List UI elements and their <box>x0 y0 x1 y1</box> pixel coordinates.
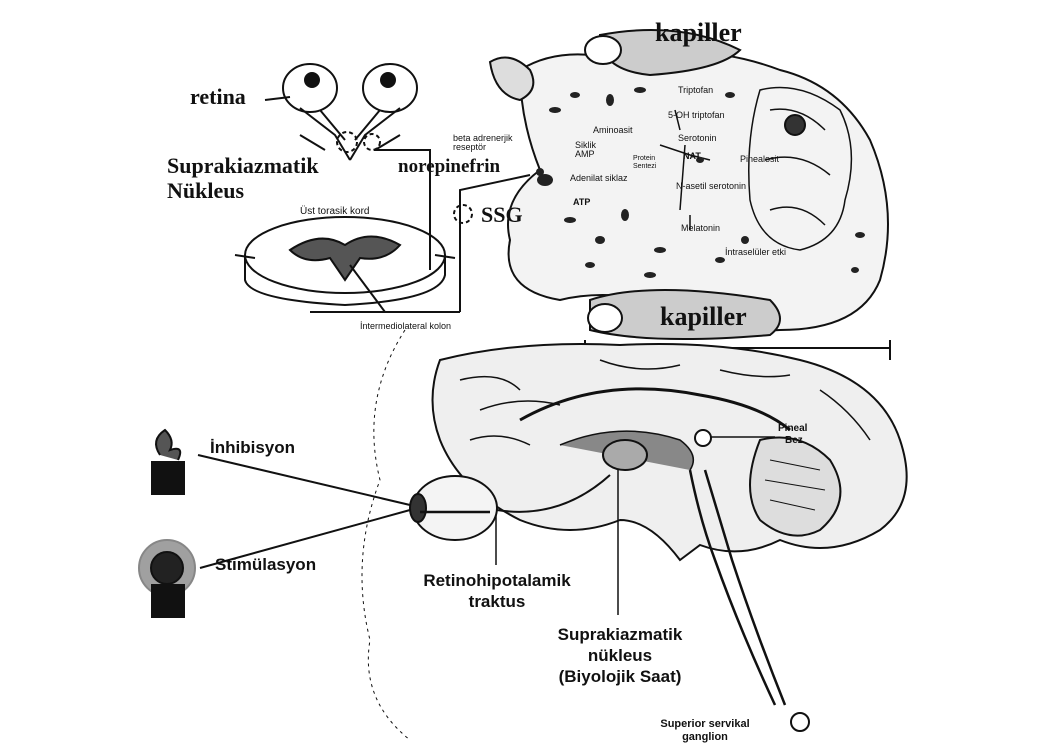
label-intermediolateral: İntermediolateral kolon <box>360 322 451 331</box>
label-pinealosit: Pinealosit <box>740 155 779 164</box>
label-adenilat-siklaz: Adenilat siklaz <box>570 174 628 183</box>
inhibition-light-illustration <box>152 430 184 494</box>
stimulation-light-illustration <box>139 540 195 617</box>
label-spinal-cord: Üst torasik kord <box>300 207 369 217</box>
label-melatonin: Melatonin <box>681 224 720 233</box>
label-5oh-triptofan: 5-OH triptofan <box>668 111 725 120</box>
dashed-divider <box>362 330 410 740</box>
label-norepinephrine: norepinefrin <box>398 157 500 176</box>
spinal-cord-illustration <box>235 217 460 312</box>
label-n-asetil-serotonin: N-asetil serotonin <box>676 182 746 191</box>
label-serotonin: Serotonin <box>678 134 717 143</box>
label-ssg: SSG <box>481 204 523 226</box>
label-triptofan: Triptofan <box>678 86 713 95</box>
label-nat: NAT <box>683 152 701 161</box>
label-inhibisyon: İnhibisyon <box>210 439 295 456</box>
label-intraseluler-etki: İntraselüler etki <box>725 248 786 257</box>
label-pineal-line1: Pineal <box>778 424 807 434</box>
label-retina: retina <box>190 86 246 108</box>
label-pineal-line2: Bez <box>785 436 803 446</box>
label-protein-line2: Sentezi <box>633 163 656 170</box>
label-ganglion: ganglion <box>625 732 785 743</box>
label-stimulasyon: Stimülasyon <box>215 556 316 573</box>
label-beta-receptor-line2: reseptör <box>453 143 486 152</box>
label-kapiller-top: kapiller <box>655 20 742 46</box>
ssg-ganglion-icon <box>454 205 472 223</box>
label-retinohypothalamic-line1: Retinohipotalamik <box>382 572 612 589</box>
label-scn-bottom-line1: Suprakiazmatik <box>505 626 735 643</box>
label-scn-top-line1: Suprakiazmatik <box>167 155 319 177</box>
eyes-illustration <box>265 64 417 160</box>
label-scn-bottom-line2: nükleus <box>505 647 735 664</box>
inhibition-ray <box>198 455 410 505</box>
label-atp: ATP <box>573 198 590 207</box>
label-retinohypothalamic-line2: traktus <box>382 593 612 610</box>
label-superior-servikal: Superior servikal <box>625 719 785 730</box>
label-scn-top-line2: Nükleus <box>167 180 244 202</box>
label-siklik-amp-line2: AMP <box>575 150 595 159</box>
label-biyolojik-saat: (Biyolojik Saat) <box>505 668 735 685</box>
label-aminoasit: Aminoasit <box>593 126 633 135</box>
label-kapiller-bottom: kapiller <box>660 304 747 330</box>
label-protein-line1: Protein <box>633 155 655 162</box>
